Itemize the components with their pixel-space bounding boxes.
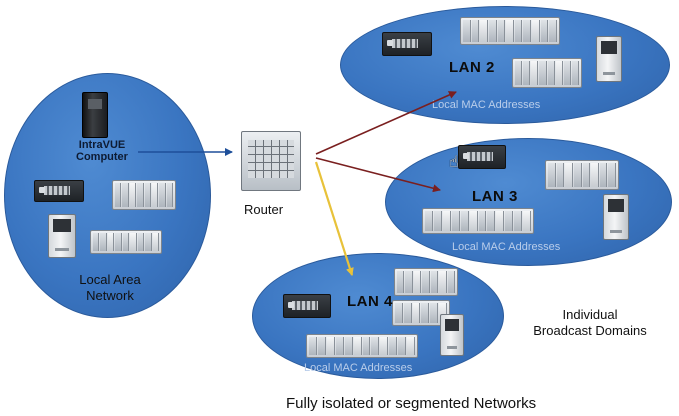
plc-rack-icon: [112, 180, 176, 210]
broadcast-domains-label: Individual Broadcast Domains: [510, 307, 670, 339]
broadcast-domains-line-2: Broadcast Domains: [533, 323, 647, 338]
switch-icon: [283, 294, 331, 318]
plc-rack-icon: [422, 208, 534, 234]
local-network-label-line-2: Network: [86, 288, 134, 303]
switch-icon: [458, 145, 506, 169]
plc-rack-icon: [90, 230, 162, 254]
local-network-label-line-1: Local Area: [79, 272, 141, 287]
hand-cursor-icon: ☝: [449, 154, 459, 171]
tower-server-icon: [440, 314, 464, 356]
switch-icon: [382, 32, 432, 56]
lan2-title: LAN 2: [449, 59, 495, 76]
plc-rack-icon: [512, 58, 582, 88]
intravue-computer-icon: [82, 92, 108, 138]
computer-label-line-2: Computer: [76, 151, 128, 163]
tower-server-icon: [603, 194, 629, 240]
switch-icon: [34, 180, 84, 202]
local-network-label: Local Area Network: [50, 272, 170, 304]
plc-rack-icon: [460, 17, 560, 45]
lan3-title: LAN 3: [472, 188, 518, 205]
tower-server-icon: [48, 214, 76, 258]
router-label: Router: [244, 202, 284, 217]
lan4-mac-label: Local MAC Addresses: [304, 362, 413, 374]
intravue-computer-label: IntraVUE Computer: [62, 139, 142, 163]
tower-server-icon: [596, 36, 622, 82]
computer-label-line-1: IntraVUE: [78, 139, 126, 151]
router-icon: [241, 131, 301, 191]
broadcast-domains-line-1: Individual: [562, 307, 618, 322]
plc-rack-icon: [306, 334, 418, 358]
lan3-mac-label: Local MAC Addresses: [452, 241, 561, 253]
lan2-mac-label: Local MAC Addresses: [432, 99, 541, 111]
router-ports: [248, 140, 294, 178]
plc-rack-icon: [394, 268, 458, 296]
diagram-caption: Fully isolated or segmented Networks: [286, 395, 537, 412]
plc-rack-icon: [545, 160, 619, 190]
lan4-title: LAN 4: [347, 293, 393, 310]
